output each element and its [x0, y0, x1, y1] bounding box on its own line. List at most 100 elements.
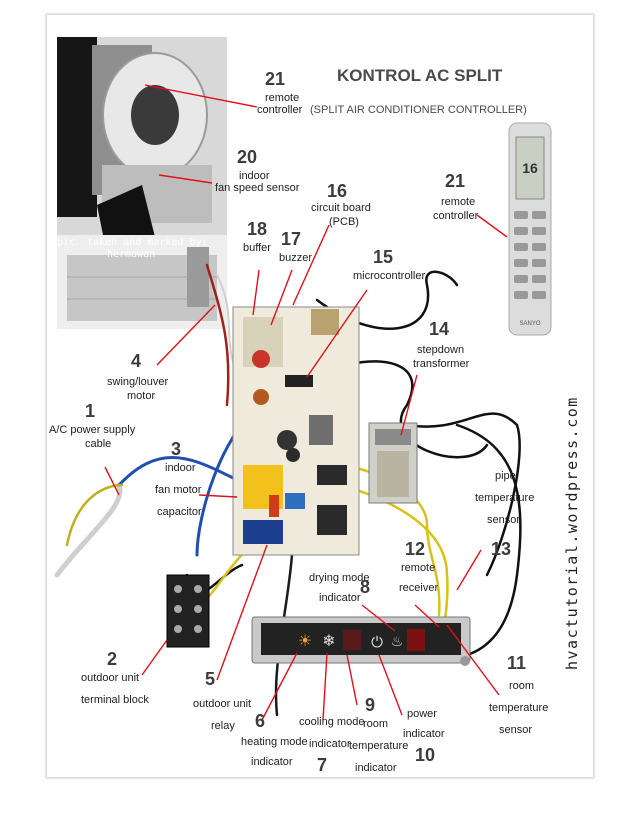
callout-9: 9 room temperature indicator	[349, 695, 408, 774]
callout-6-number: 6	[255, 711, 265, 731]
callout-20-number: 21	[265, 69, 285, 89]
callout-21: 21 remote controller	[433, 171, 479, 222]
callout-12-number: 12	[405, 539, 425, 559]
callout-19: 20 indoor fan speed sensor	[215, 147, 300, 194]
callout-16-number: 16	[327, 181, 347, 201]
callout-13: pipe temperature sensor 13	[475, 470, 534, 559]
outdoor-terminal-block	[166, 574, 210, 648]
display-panel: ☀ ❄ ⏻ ♨	[251, 616, 471, 666]
callout-21-number: 21	[445, 171, 465, 191]
callout-18-number: 18	[247, 219, 267, 239]
stepdown-transformer	[368, 422, 418, 504]
callout-7-number: 7	[317, 755, 327, 775]
callout-19-number: 20	[237, 147, 257, 167]
callout-20-line-1: remote	[265, 92, 299, 104]
callout-17-number: 17	[281, 229, 301, 249]
callout-3-line-2: fan motor	[155, 484, 202, 496]
callout-19-line-2: fan speed sensor	[215, 182, 300, 194]
callout-11-line-3: sensor	[499, 724, 532, 736]
callout-12-line-2: receiver	[399, 582, 438, 594]
callout-14-number: 14	[429, 319, 449, 339]
callout-8-line-1: drying mode	[309, 572, 370, 584]
callout-12: 12 remote receiver	[399, 539, 438, 594]
callout-10-line-2: indicator	[403, 728, 445, 740]
callout-5-line-2: relay	[211, 720, 235, 732]
callout-14-line-2: transformer	[413, 358, 470, 370]
photo-credit-line-2: hermawan	[107, 249, 155, 260]
callout-11-line-2: temperature	[489, 702, 548, 714]
callout-13-number: 13	[491, 539, 511, 559]
remote-controller: 16 SANYO	[508, 122, 552, 336]
callout-7-line-1: cooling mode	[299, 716, 364, 728]
callout-5-line-1: outdoor unit	[193, 698, 251, 710]
callout-10-line-1: power	[407, 708, 437, 720]
callout-11: 11 room temperature sensor	[489, 653, 548, 736]
callout-19-line-1: indoor	[239, 170, 270, 182]
callout-16-line-1: circuit board	[311, 202, 371, 214]
callout-10: power indicator 10	[403, 708, 445, 765]
ac-controller-diagram: pic. taken and marked by: hermawan KONTR…	[49, 37, 581, 775]
callout-2: 2 outdoor unit terminal block	[81, 649, 149, 706]
callout-18: 18 buffer	[243, 219, 271, 254]
callout-9-number: 9	[365, 695, 375, 715]
callout-5-number: 5	[205, 669, 215, 689]
callout-16: 16 circuit board (PCB)	[311, 181, 371, 228]
callout-7: cooling mode indicator 7	[299, 716, 364, 775]
callout-21-line-1: remote	[441, 196, 475, 208]
photo-credit: pic. taken and marked by: hermawan	[57, 237, 208, 260]
diagram-frame: pic. taken and marked by: hermawan KONTR…	[46, 14, 594, 778]
callout-3-line-1: indoor	[165, 462, 196, 474]
remote-display-temp: 16	[522, 160, 538, 176]
callout-17: 17 buzzer	[279, 229, 312, 264]
callout-20: 21 remote controller	[257, 69, 303, 116]
circuit-board	[232, 306, 360, 556]
callout-8-line-2: indicator	[319, 592, 361, 604]
callout-2-line-1: outdoor unit	[81, 672, 139, 684]
callout-14: 14 stepdown transformer	[413, 319, 470, 370]
remote-brand: SANYO	[519, 321, 540, 327]
callout-9-line-2: temperature	[349, 740, 408, 752]
callout-2-line-2: terminal block	[81, 694, 149, 706]
diagram-subtitle: (SPLIT AIR CONDITIONER CONTROLLER)	[310, 104, 527, 116]
callout-9-line-1: room	[363, 718, 388, 730]
callout-3-line-3: capacitor	[157, 506, 202, 518]
callout-8-number: 8	[360, 577, 370, 597]
callout-15: 15 microcontroller	[353, 247, 425, 282]
diagram-title: KONTROL AC SPLIT	[337, 66, 503, 85]
callout-15-number: 15	[373, 247, 393, 267]
callout-4-line-2: motor	[127, 390, 155, 402]
callout-4: 4 swing/louver motor	[107, 351, 168, 402]
website-url: hvactutorial.wordpress.com	[563, 396, 581, 670]
callout-10-number: 10	[415, 745, 435, 765]
callout-14-line-1: stepdown	[417, 344, 464, 356]
callout-16-line-2: (PCB)	[329, 216, 359, 228]
cooling-snowflake-icon: ❄	[322, 631, 335, 650]
callout-20-line-2: controller	[257, 104, 303, 116]
callout-13-line-2: temperature	[475, 492, 534, 504]
callout-1-line-2: cable	[85, 438, 111, 450]
wiring	[54, 263, 522, 717]
photo-credit-line-1: pic. taken and marked by:	[57, 237, 208, 248]
callout-11-line-1: room	[509, 680, 534, 692]
callout-7-line-2: indicator	[309, 738, 351, 750]
callout-18-line-1: buffer	[243, 242, 271, 254]
callout-6-line-1: heating mode	[241, 736, 308, 748]
callout-6-line-2: indicator	[251, 756, 293, 768]
callout-5: 5 outdoor unit relay	[193, 669, 251, 732]
callout-15-line-1: microcontroller	[353, 270, 425, 282]
indoor-fan-motor-photo	[57, 37, 227, 329]
callout-11-number: 11	[507, 653, 526, 673]
callout-21-line-2: controller	[433, 210, 479, 222]
power-icon: ⏻	[371, 633, 383, 651]
callout-1: 1 A/C power supply cable	[49, 401, 136, 450]
callout-13-line-3: sensor	[487, 514, 520, 526]
callout-9-line-3: indicator	[355, 762, 397, 774]
callout-1-line-1: A/C power supply	[49, 424, 136, 436]
callout-8: drying mode 8 indicator	[309, 572, 370, 604]
heating-sun-icon: ☀	[298, 631, 312, 650]
callout-3-number: 3	[171, 439, 181, 459]
callout-4-number: 4	[131, 351, 141, 371]
callout-1-number: 1	[85, 401, 95, 421]
callout-3: 3 indoor fan motor capacitor	[155, 439, 202, 518]
callout-12-line-1: remote	[401, 562, 435, 574]
